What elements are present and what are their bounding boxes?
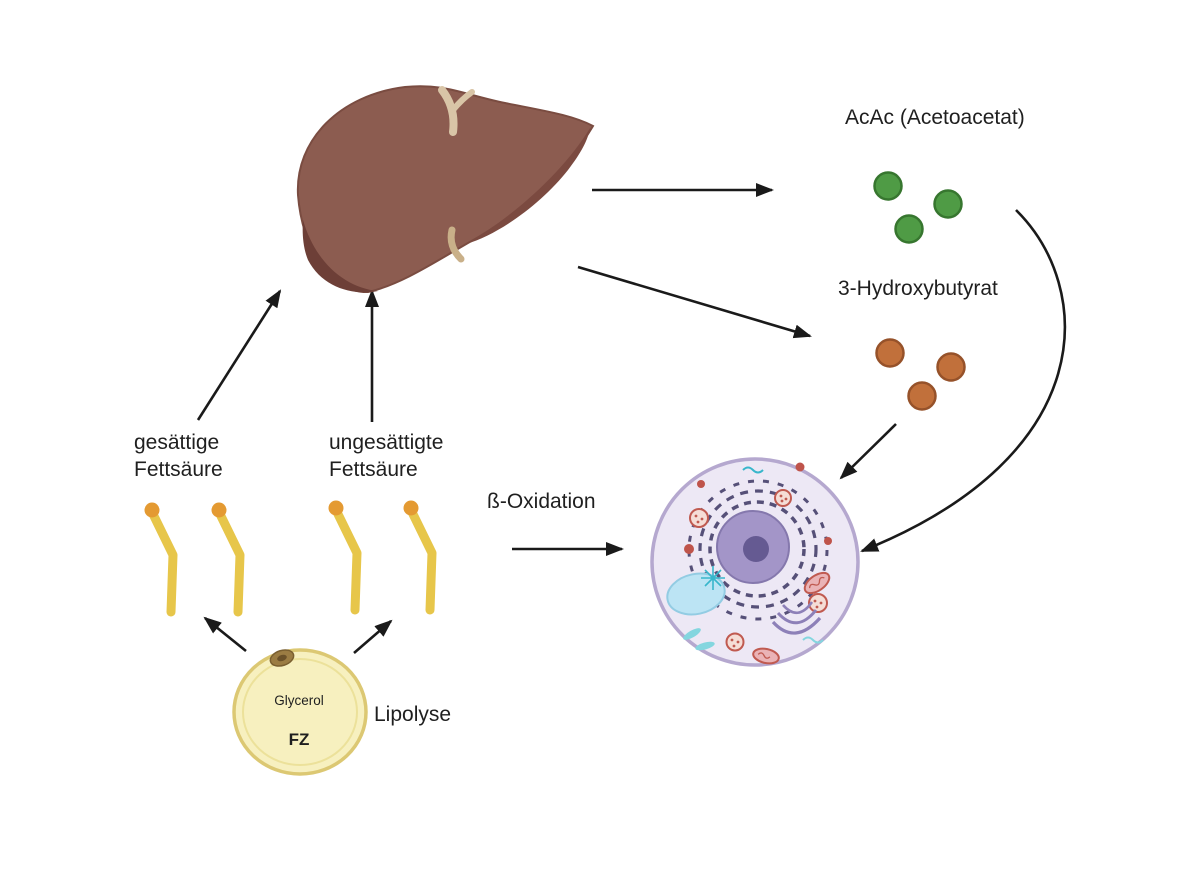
fat-cell-illustration	[232, 648, 368, 776]
fatty-acid-chain	[147, 507, 178, 617]
acac-label: AcAc (Acetoacetat)	[845, 106, 1025, 129]
teal-organelles	[683, 466, 824, 651]
vacuole	[666, 572, 726, 616]
hydroxybutyrat-molecule-dot	[936, 352, 966, 382]
arrow-saturated-to-liver	[196, 289, 282, 421]
hydroxybutyrat-molecule-dot	[907, 381, 937, 411]
hydroxybutyrat-molecule-dot	[875, 338, 905, 368]
hydroxybutyrat-label: 3-Hydroxybutyrat	[838, 277, 998, 300]
acac-molecules	[873, 171, 963, 244]
arrow-fatcell-to-saturated	[203, 616, 247, 653]
acac-molecule-dot	[873, 171, 903, 201]
fatty-acid-head	[211, 502, 227, 518]
lysosomes	[689, 489, 828, 652]
nucleolus	[743, 536, 769, 562]
fatty-acid-chains	[144, 500, 437, 617]
red-vesicles	[684, 462, 832, 554]
arrow-group	[196, 183, 1067, 654]
fat-cell-body	[232, 648, 368, 776]
fatty-acid-chain	[406, 505, 437, 615]
unsaturated-fatty-acid-label: ungesättigte Fettsäure	[329, 429, 443, 483]
saturated-fatty-acid-label: gesättige Fettsäure	[134, 429, 223, 483]
beta-oxidation-label: ß-Oxidation	[487, 490, 596, 513]
fatty-acid-chain	[331, 505, 362, 615]
fat-cell-nucleus-core	[277, 654, 287, 662]
body-cell-illustration	[650, 457, 860, 667]
arrow-hydroxybutyrat-to-cell	[839, 423, 897, 480]
lipolyse-label: Lipolyse	[374, 703, 452, 726]
glycerol-label: Glycerol	[274, 693, 324, 708]
fatty-acid-chain	[214, 507, 245, 617]
fatty-acid-head	[403, 500, 419, 516]
saturated-label-line2: Fettsäure	[134, 458, 223, 481]
fatty-acid-head	[144, 502, 160, 518]
fat-cell-inner-rim	[242, 658, 358, 766]
unsaturated-fatty-acids	[328, 500, 437, 615]
mitochondria	[752, 571, 831, 665]
centrosome-aster	[701, 566, 725, 590]
fat-cell-abbrev-label: FZ	[288, 730, 310, 749]
liver-ligament-branch	[450, 89, 475, 113]
saturated-label-line1: gesättige	[134, 431, 220, 454]
acac-molecule-dot	[933, 189, 963, 219]
arrow-liver-to-hydroxybutyrat	[577, 265, 812, 339]
unsaturated-label-line2: Fettsäure	[329, 458, 418, 481]
arrow-fatcell-to-unsaturated	[353, 619, 393, 654]
saturated-fatty-acids	[144, 502, 245, 617]
liver-illustration	[296, 85, 595, 294]
golgi-apparatus	[771, 601, 822, 635]
liver-vessel-tube	[447, 226, 465, 263]
endoplasmic-reticulum	[687, 479, 829, 621]
acac-molecule-dot	[894, 214, 924, 244]
liver-lower-lobe-shadow	[302, 220, 378, 293]
hydroxybutyrat-molecules	[875, 338, 966, 411]
arrow-acac-curved-to-cell	[860, 209, 1067, 553]
fatty-acid-head	[328, 500, 344, 516]
unsaturated-label-line1: ungesättigte	[329, 431, 444, 454]
